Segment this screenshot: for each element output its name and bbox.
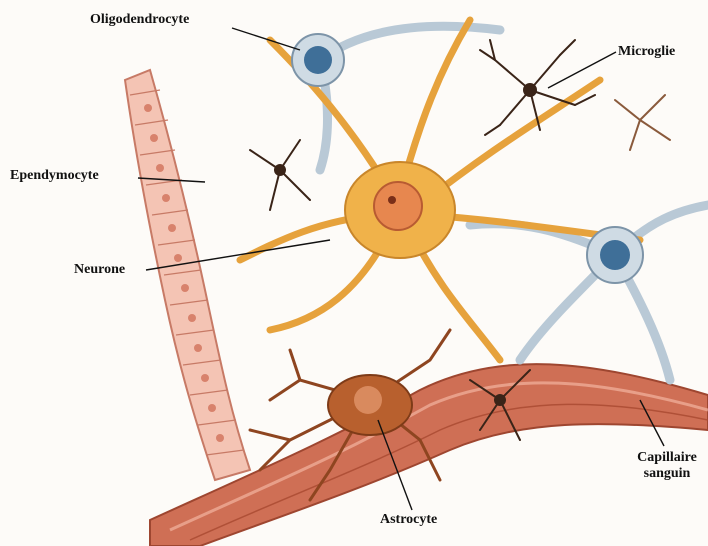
- label-neurone: Neurone: [74, 262, 125, 278]
- label-capillaire-line2: sanguin: [630, 466, 704, 482]
- label-astrocyte: Astrocyte: [380, 512, 437, 528]
- label-oligodendrocyte: Oligodendrocyte: [90, 12, 189, 28]
- ependymal-layer: [125, 70, 250, 480]
- label-microglie: Microglie: [618, 44, 675, 60]
- label-ependymocyte: Ependymocyte: [10, 168, 99, 184]
- oligodendrocyte-top: [292, 34, 344, 86]
- label-capillaire-sanguin: Capillaire sanguin: [630, 450, 704, 482]
- label-capillaire-line1: Capillaire: [630, 450, 704, 466]
- oligodendrocyte-right: [587, 227, 643, 283]
